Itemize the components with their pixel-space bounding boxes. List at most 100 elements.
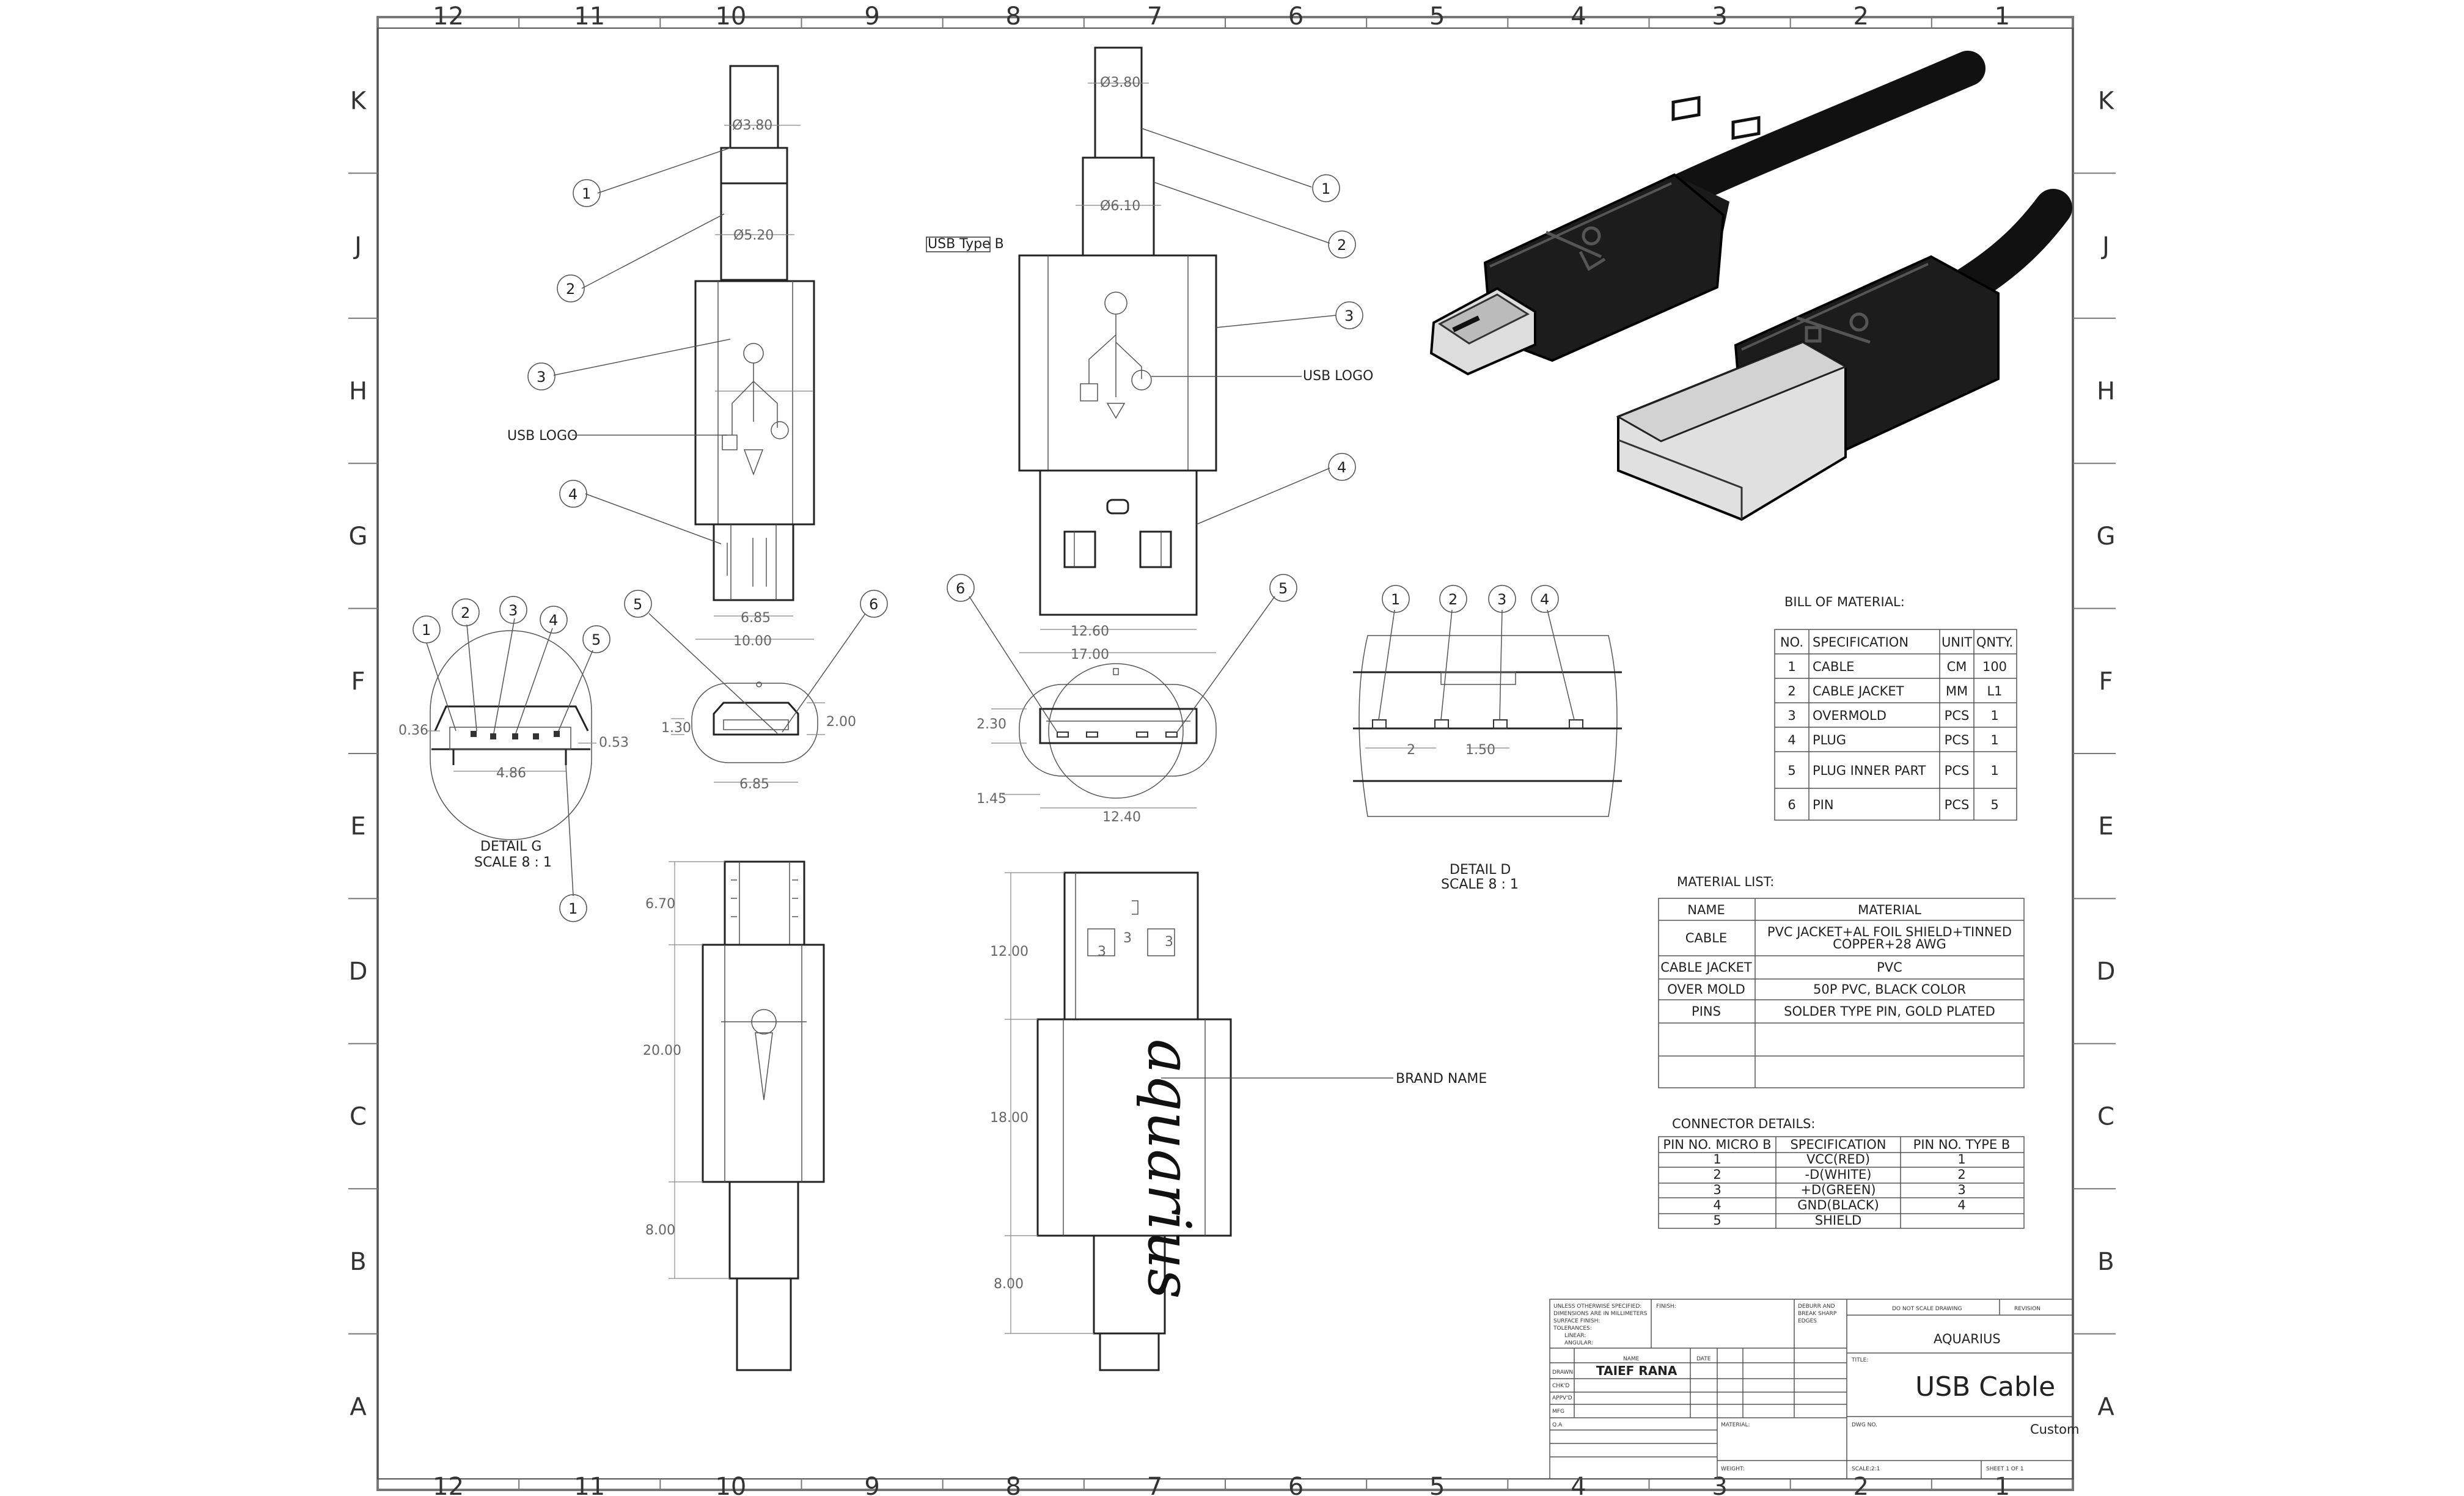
zone-col-label: 12 <box>433 2 464 31</box>
dim-detaild-p2: 1.50 <box>1465 743 1495 758</box>
balloon-g-6: 1 <box>559 894 587 922</box>
zone-col-label: 1 <box>1995 1473 2010 1496</box>
zone-col-label: 5 <box>1429 2 1445 31</box>
role-label: DRAWN <box>1552 1370 1573 1376</box>
materials-value-cell: PVC <box>1877 960 1902 975</box>
balloon-g-1: 1 <box>413 615 441 644</box>
bom-header-cell: SPECIFICATION <box>1813 635 1909 650</box>
connector-cell: 5 <box>1713 1213 1721 1228</box>
materials-value-cell: PVC JACKET+AL FOIL SHIELD+TINNED <box>1767 925 2012 939</box>
zone-row-label: C <box>350 1103 367 1131</box>
revision-label: REVISION <box>2014 1306 2041 1312</box>
micro-end-view <box>648 613 866 783</box>
materials-name-cell: OVER MOLD <box>1667 982 1745 997</box>
balloon-typeaend-5: 5 <box>1269 574 1297 602</box>
drawing-frame <box>377 28 2074 1480</box>
scale-label: SCALE:2:1 <box>1852 1466 1880 1472</box>
dim-microlower-c: 8.00 <box>645 1223 675 1238</box>
no-scale-note: DO NOT SCALE DRAWING <box>1892 1306 1962 1312</box>
bom-table <box>1774 629 2017 821</box>
typea-end-view <box>969 596 1275 809</box>
svg-text:3: 3 <box>508 602 518 619</box>
materials-value-cell: 50P PVC, BLACK COLOR <box>1813 982 1966 997</box>
tolerance-note: ANGULAR: <box>1564 1340 1593 1346</box>
dim-detailg-a: 0.36 <box>398 723 428 738</box>
tolerance-note: UNLESS OTHERWISE SPECIFIED: <box>1553 1304 1641 1310</box>
connector-cell: -D(WHITE) <box>1805 1167 1872 1182</box>
balloon-front-2: 2 <box>1328 230 1356 258</box>
svg-text:5: 5 <box>633 596 642 613</box>
connector-cell: 4 <box>1957 1198 1965 1212</box>
zone-col-label: 10 <box>715 2 746 31</box>
zone-row-label: F <box>2099 667 2113 695</box>
inner-border <box>377 28 2074 1480</box>
balloon-g-5: 5 <box>582 625 610 653</box>
zone-row-label: H <box>349 378 367 406</box>
sheet-size: Custom <box>2030 1422 2079 1437</box>
weight-label: WEIGHT: <box>1721 1466 1745 1472</box>
brand-name-label: BRAND NAME <box>1396 1071 1487 1087</box>
zone-col-label: 3 <box>1712 1473 1727 1496</box>
zone-row-label: C <box>2097 1103 2114 1131</box>
connector-cell: SHIELD <box>1815 1213 1861 1228</box>
bom-header-cell: QNTY. <box>1976 635 2013 650</box>
dim-microend-w: 6.85 <box>739 777 769 792</box>
svg-text:5: 5 <box>1278 580 1288 597</box>
zone-col-label: 4 <box>1571 2 1586 31</box>
tolerance-note: SURFACE FINISH: <box>1553 1318 1600 1324</box>
connector-cell: GND(BLACK) <box>1797 1198 1879 1212</box>
materials-table <box>1658 898 2025 1088</box>
detail-d-caption: DETAIL D <box>1450 862 1511 878</box>
balloon-side-3: 3 <box>527 362 556 391</box>
title-block <box>1549 1299 2074 1480</box>
detail-d-leaders <box>1378 609 1575 721</box>
dim-detailg-c: 4.86 <box>496 766 526 781</box>
zone-col-label: 11 <box>574 2 605 31</box>
materials-value-cell: COPPER+28 AWG <box>1833 937 1946 952</box>
drawn-by-name: TAIEF RANA <box>1596 1363 1678 1378</box>
svg-text:4: 4 <box>549 612 558 629</box>
bom-cell: 1 <box>1990 763 1998 778</box>
bom-cell: 3 <box>1788 708 1795 723</box>
connector-cell: +D(GREEN) <box>1800 1182 1876 1197</box>
connector-cell: 2 <box>1713 1167 1721 1182</box>
zone-row-label: F <box>351 667 365 695</box>
zone-row-label: E <box>350 813 365 841</box>
dim-detaild-p1: 2 <box>1407 743 1415 758</box>
detail-g-leaders <box>426 618 593 897</box>
balloon-front-3: 3 <box>1335 301 1363 329</box>
material-label: MATERIAL: <box>1721 1422 1750 1428</box>
balloon-g-4: 4 <box>540 606 568 634</box>
dim-typeaend-w3: 12.40 <box>1102 810 1141 825</box>
dim-typealower-b: 18.00 <box>990 1110 1028 1126</box>
deburr-note: BREAK SHARP <box>1798 1311 1837 1317</box>
dwg-no-label: DWG NO. <box>1852 1422 1877 1428</box>
bom-cell: MM <box>1946 684 1968 698</box>
dim-micro-w2: 10.00 <box>733 634 772 649</box>
zone-row-label: A <box>350 1393 367 1421</box>
bom-cell: 5 <box>1990 798 1998 812</box>
bom-cell: L1 <box>1987 684 2002 698</box>
connector-cell: 4 <box>1713 1198 1721 1212</box>
bom-cell: PLUG INNER PART <box>1813 763 1926 778</box>
connector-cell: VCC(RED) <box>1806 1152 1870 1167</box>
zone-row-label: B <box>350 1248 366 1276</box>
tolerance-note: DIMENSIONS ARE IN MILLIMETERS <box>1553 1311 1648 1317</box>
materials-title: MATERIAL LIST: <box>1677 875 1774 889</box>
bom-cell: OVERMOLD <box>1813 708 1887 723</box>
svg-text:6: 6 <box>869 596 878 613</box>
materials-name-cell: PINS <box>1692 1004 1721 1019</box>
svg-text:3: 3 <box>1497 591 1506 608</box>
role-label: CHK'D <box>1552 1383 1569 1389</box>
micro-lower-view <box>669 860 825 1371</box>
tolerance-notes: UNLESS OTHERWISE SPECIFIED:DIMENSIONS AR… <box>1553 1304 1648 1346</box>
tolerance-note: LINEAR: <box>1564 1333 1586 1339</box>
dim-typealower-s1: 3 <box>1098 944 1106 959</box>
typea-lower-view <box>1005 871 1393 1371</box>
company-name: AQUARIUS <box>1934 1332 2001 1346</box>
